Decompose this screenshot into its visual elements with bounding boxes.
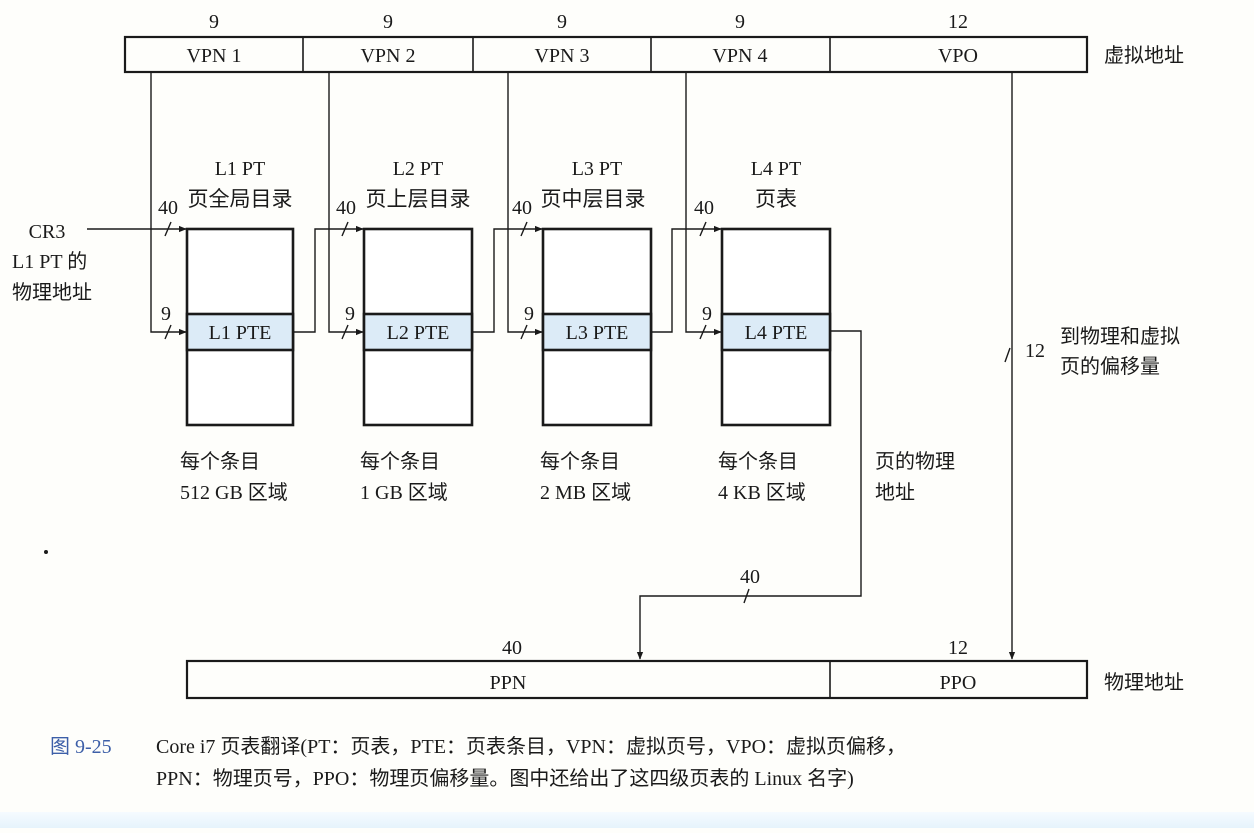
index-bit-ticks <box>164 324 707 340</box>
l1-pte-row <box>185 312 295 352</box>
l4-pt-title: L4 PT <box>751 158 802 180</box>
l4-pte-label: L4 PTE <box>745 322 808 344</box>
l4-region-line1: 每个条目 <box>718 450 798 473</box>
cr3-register: CR3 L1 PT 的 物理地址 <box>12 221 187 304</box>
ppo-field: PPO <box>940 672 977 694</box>
caption-line2: PPN：物理页号，PPO：物理页偏移量。图中还给出了这四级页表的 Linux 名… <box>156 767 854 790</box>
l4-index-bits: 9 <box>702 303 712 325</box>
l3-pt-title: L3 PT <box>572 158 623 180</box>
print-speck <box>44 550 48 554</box>
figure-caption: 图 9-25 Core i7 页表翻译(PT：页表，PTE：页表条目，VPN：虚… <box>50 735 906 790</box>
l3-page-table: L3 PT 页中层目录 L3 PTE 每个条目 2 MB 区域 <box>540 158 653 504</box>
l1-pt-linux-name: 页全局目录 <box>188 187 293 211</box>
l3-pt-linux-name: 页中层目录 <box>541 187 646 211</box>
l3-region-line1: 每个条目 <box>540 450 620 473</box>
figure-number: 图 9-25 <box>50 736 112 758</box>
l2-region-line2: 1 GB 区域 <box>360 481 448 504</box>
ppn-path: 40 页的物理 地址 <box>636 330 955 660</box>
l2-pte-row <box>362 312 474 352</box>
l1-index-bits: 9 <box>161 303 171 325</box>
l2-page-table: L2 PT 页上层目录 L2 PTE 每个条目 1 GB 区域 <box>360 158 474 504</box>
l3-pte-row <box>541 312 653 352</box>
l1-region-line1: 每个条目 <box>180 450 260 473</box>
virtual-address-bar: 9 9 9 9 12 VPN 1 VPN 2 VPN 3 VPN 4 VPO 虚… <box>123 11 1184 74</box>
ppn-bits: 40 <box>502 637 522 659</box>
l2-pt-linux-name: 页上层目录 <box>366 187 471 211</box>
vpn1-field: VPN 1 <box>186 45 241 67</box>
offset-path: 12 到物理和虚拟 页的偏移量 <box>1004 72 1180 660</box>
l1-region-line2: 512 GB 区域 <box>180 481 288 504</box>
virtual-address-label: 虚拟地址 <box>1104 44 1184 67</box>
cr3-desc-line1: L1 PT 的 <box>12 250 87 273</box>
vpn4-field: VPN 4 <box>712 45 767 67</box>
l4-pte-row <box>720 312 832 352</box>
physical-address-bar: 40 12 PPN PPO 物理地址 <box>185 637 1184 700</box>
l2-region-line1: 每个条目 <box>360 450 440 473</box>
physical-address-label: 物理地址 <box>1104 671 1184 694</box>
caption-line1: Core i7 页表翻译(PT：页表，PTE：页表条目，VPN：虚拟页号，VPO… <box>156 735 906 758</box>
page-edge-strip <box>0 812 1254 828</box>
vpn1-bits: 9 <box>209 11 219 33</box>
l4-pt-linux-name: 页表 <box>755 187 797 211</box>
l1-page-table: L1 PT 页全局目录 L1 PTE 每个条目 512 GB 区域 <box>180 158 295 504</box>
vpo-field: VPO <box>938 45 978 67</box>
ppn-field: PPN <box>490 672 527 694</box>
offset-label-line2: 页的偏移量 <box>1060 355 1160 378</box>
ppn-path-bits: 40 <box>740 566 760 588</box>
l2-index-bits: 9 <box>345 303 355 325</box>
offset-bits: 12 <box>1025 340 1045 362</box>
l4-region-line2: 4 KB 区域 <box>718 481 806 504</box>
l2-base-bits: 40 <box>336 197 356 219</box>
l3-base-bits: 40 <box>512 197 532 219</box>
cr3-label: CR3 <box>29 221 66 243</box>
vpn4-bits: 9 <box>735 11 745 33</box>
ppo-bits: 12 <box>948 637 968 659</box>
l3-index-bits: 9 <box>524 303 534 325</box>
l2-pte-label: L2 PTE <box>387 322 450 344</box>
vpo-bits: 12 <box>948 11 968 33</box>
vpn3-bits: 9 <box>557 11 567 33</box>
l4-base-bits: 40 <box>694 197 714 219</box>
offset-label-line1: 到物理和虚拟 <box>1060 325 1180 348</box>
vpn3-field: VPN 3 <box>534 45 589 67</box>
ppn-path-label-line1: 页的物理 <box>875 450 955 473</box>
base-bit-ticks <box>164 221 707 237</box>
vpn2-bits: 9 <box>383 11 393 33</box>
pte-chain-arrows <box>293 225 722 333</box>
cr3-desc-line2: 物理地址 <box>12 281 92 304</box>
vpn-index-arrows <box>150 72 722 336</box>
l1-base-bits: 40 <box>158 197 178 219</box>
ppn-path-label-line2: 地址 <box>875 481 915 504</box>
l3-region-line2: 2 MB 区域 <box>540 481 631 504</box>
l4-page-table: L4 PT 页表 L4 PTE 每个条目 4 KB 区域 <box>718 158 832 504</box>
l1-pte-label: L1 PTE <box>209 322 272 344</box>
l1-pt-title: L1 PT <box>215 158 266 180</box>
l2-pt-title: L2 PT <box>393 158 444 180</box>
vpn2-field: VPN 2 <box>360 45 415 67</box>
l3-pte-label: L3 PTE <box>566 322 629 344</box>
